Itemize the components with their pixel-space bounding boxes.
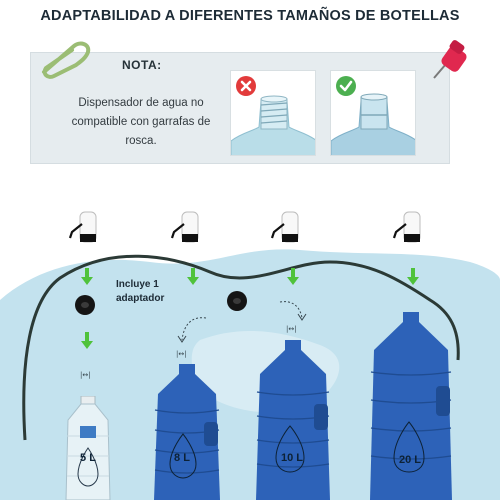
bottle-20l (370, 312, 452, 500)
pump-dispenser-2 (170, 211, 199, 243)
adapter-ring (227, 291, 247, 311)
pump-dispenser-1 (68, 211, 97, 243)
paperclip-icon (42, 41, 91, 79)
bottle-10l (256, 340, 330, 500)
arrow-down-icon (187, 268, 199, 285)
arrow-down-icon (407, 268, 419, 285)
push-pin-icon (433, 40, 467, 79)
page-title: ADAPTABILIDAD A DIFERENTES TAMAÑOS DE BO… (40, 8, 460, 24)
bottle-5l (65, 396, 111, 500)
pump-dispenser-3 (270, 211, 299, 243)
note-label: NOTA: (122, 58, 162, 72)
neck-width-mark: |↔| (80, 371, 91, 379)
check-mark-icon (336, 76, 356, 96)
bottle-label-5l: 5 L (80, 452, 96, 464)
curved-arrow-icon (279, 301, 307, 321)
thumbnail-incompatible (230, 70, 316, 156)
pump-dispenser-4 (392, 211, 421, 243)
curved-arrow-icon (177, 317, 207, 343)
x-mark-icon (236, 76, 256, 96)
bottle-label-10l: 10 L (280, 452, 303, 464)
adapter-ring (75, 295, 95, 315)
bottle-label-8l: 8 L (174, 452, 190, 464)
note-text: Dispensador de agua no compatible con ga… (71, 97, 211, 147)
thumbnail-compatible (330, 70, 416, 156)
includes-adapter-note: Incluye 1 adaptador (116, 279, 165, 304)
arrow-down-icon (81, 268, 93, 285)
neck-width-mark: |↔| (286, 325, 297, 333)
neck-width-mark: |↔| (176, 350, 187, 358)
bottle-8l (154, 364, 220, 500)
arrow-down-icon (287, 268, 299, 285)
arrow-down-icon (81, 332, 93, 349)
bottle-label-20l: 20 L (398, 454, 421, 466)
